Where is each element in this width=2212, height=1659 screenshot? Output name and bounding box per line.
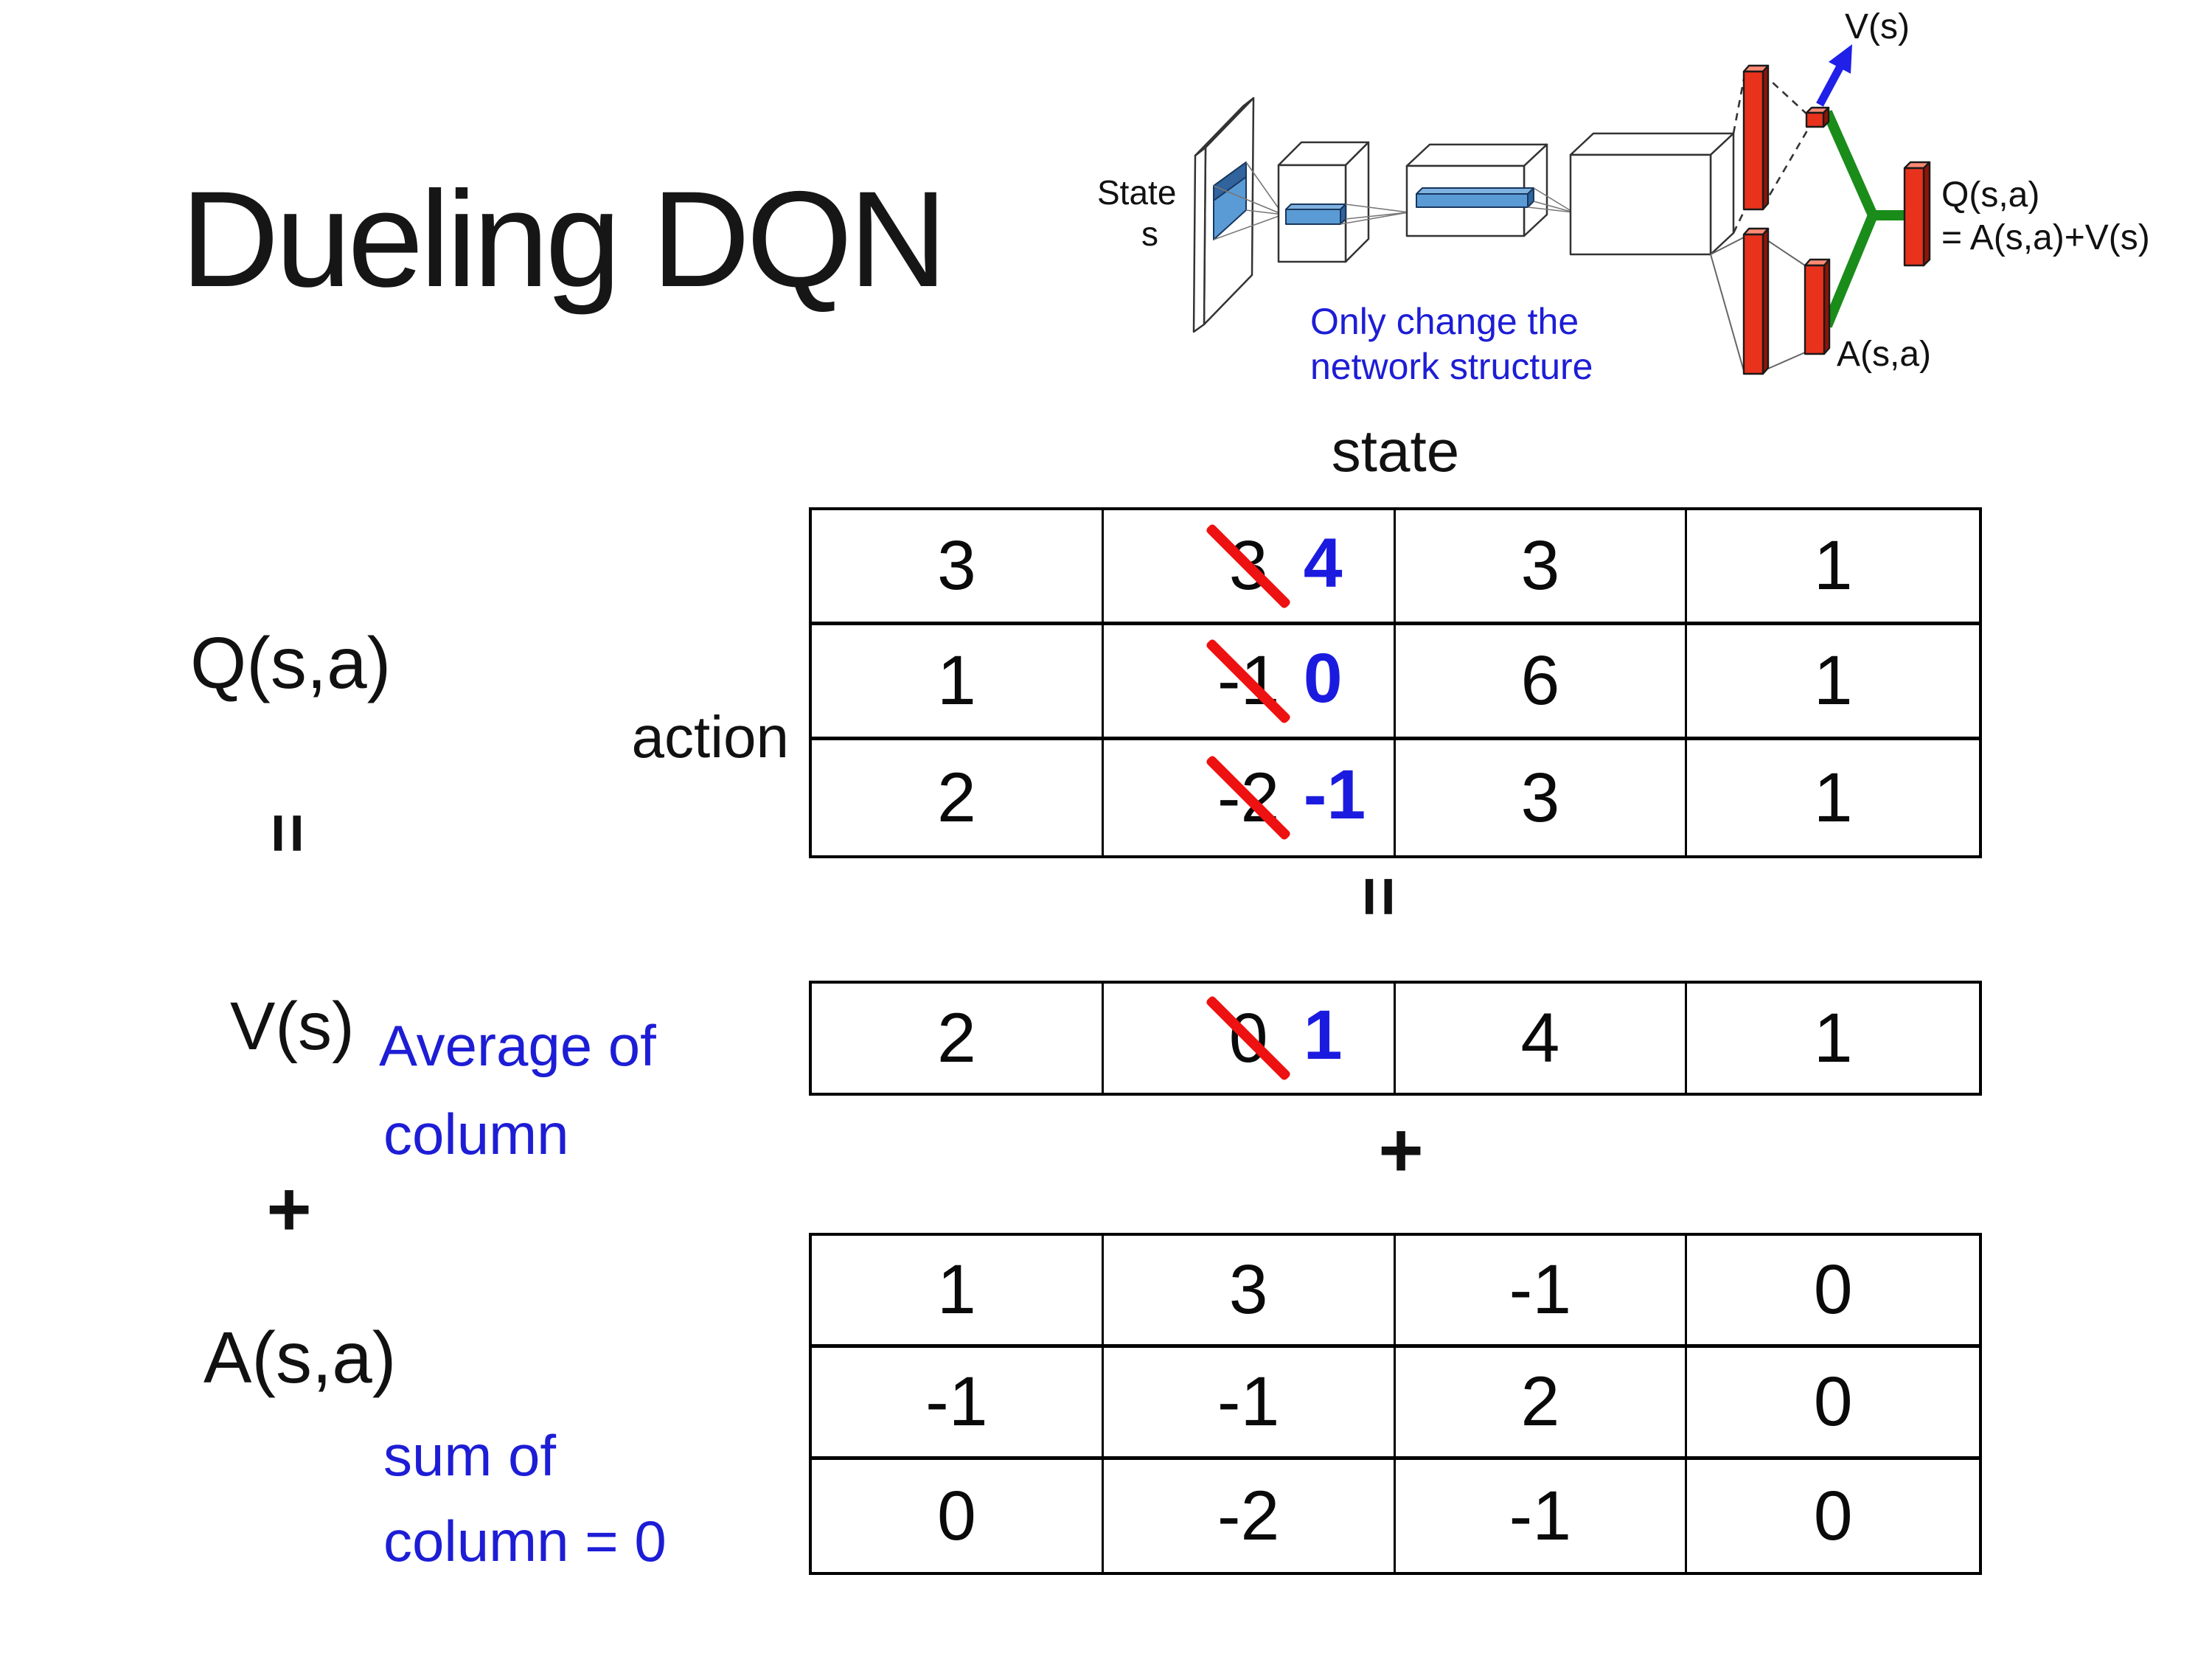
combine-connector: [1822, 110, 1910, 328]
matrix-cell: -1: [1103, 1348, 1396, 1460]
equals-middle: =: [1335, 860, 1423, 933]
feature-bar-1: [1285, 204, 1346, 225]
matrix-cell: 0: [1687, 1348, 1979, 1460]
struck-old-value: -1: [1217, 641, 1280, 720]
matrix-cell: -1: [1396, 1460, 1688, 1572]
sum-note-line2: column = 0: [383, 1509, 667, 1573]
equals-left: =: [243, 796, 332, 870]
state-header: state: [1331, 418, 1460, 484]
diagram-q-formula: = A(s,a)+V(s): [1941, 218, 2150, 257]
matrix-cell: 0: [812, 1460, 1104, 1572]
dashed-connectors: [1732, 71, 1811, 234]
fc-bar-top: [1742, 64, 1770, 211]
matrix-cell: 6: [1395, 625, 1688, 740]
matrix-cell: 1: [812, 1236, 1104, 1348]
plus-middle: +: [1378, 1107, 1424, 1194]
fan-lines-1: [1213, 161, 1284, 240]
replacement-value: -1: [1303, 756, 1366, 835]
replacement-value: 4: [1303, 524, 1343, 602]
matrix-cell: 1: [812, 625, 1104, 740]
matrix-cell: 3: [812, 510, 1104, 625]
average-note-line2: column: [383, 1102, 569, 1166]
v-arrow: [1816, 44, 1852, 107]
slide-title: Dueling DQN: [181, 164, 947, 316]
q-matrix-label: Q(s,a): [190, 622, 392, 703]
matrix-cell: 0: [1687, 1236, 1979, 1348]
solid-connectors: [1710, 237, 1806, 372]
a-matrix-label: A(s,a): [204, 1317, 397, 1398]
network-diagram: State s V(s) Q(s,a) = A(s,a)+V(s) A(s,a)…: [1097, 7, 2150, 387]
diagram-note-line2: network structure: [1310, 346, 1593, 387]
matrix-cell: 0: [1813, 1476, 1853, 1555]
matrix-cell: 2: [812, 740, 1104, 855]
sum-note-line1: sum of: [383, 1423, 557, 1488]
struck-old-value: -2: [1217, 758, 1280, 837]
fc-bar-bottom: [1742, 227, 1770, 375]
matrix-cell: -1 0: [1103, 625, 1396, 740]
fan-lines-3: [1527, 187, 1574, 213]
matrix-cell: 3: [1395, 510, 1688, 625]
diagram-v-label: V(s): [1845, 7, 1910, 46]
fc-layer-cube: [1569, 132, 1735, 256]
v-matrix-label: V(s): [230, 989, 355, 1064]
conv-filter-patch: [1213, 161, 1247, 240]
q-output-bar: [1903, 161, 1931, 267]
matrix-cell: -1: [812, 1348, 1104, 1460]
matrix-cell: -1: [1395, 1236, 1688, 1348]
diagram-note-line1: Only change the: [1310, 301, 1579, 342]
a-node-bar: [1804, 258, 1831, 355]
matrix-cell: 2: [1395, 1348, 1688, 1460]
struck-old-value: 0: [1228, 998, 1268, 1077]
matrix-cell: 1: [1813, 998, 1853, 1077]
action-label: action: [631, 704, 789, 770]
matrix-cell: -2 -1: [1104, 740, 1396, 855]
matrix-cell: 4: [1396, 984, 1688, 1093]
matrix-cell: 3: [1103, 1236, 1396, 1348]
average-note-line1: Average of: [379, 1013, 656, 1078]
matrix-cell: 1: [1813, 758, 1853, 837]
matrix-cell: 3: [1396, 740, 1688, 855]
matrix-cell: 2: [812, 984, 1104, 1093]
feature-bar-2: [1416, 187, 1534, 208]
equals-glyph: =: [1340, 876, 1419, 917]
diagram-state-s: s: [1141, 215, 1158, 253]
fan-lines-2: [1340, 204, 1409, 225]
diagram-a-label: A(s,a): [1837, 335, 1931, 374]
diagram-q-label: Q(s,a): [1941, 175, 2039, 215]
conv-layer-1-cube: [1277, 141, 1370, 263]
replacement-value: 0: [1303, 639, 1343, 717]
v-node: [1805, 106, 1830, 128]
struck-old-value: 3: [1228, 526, 1268, 605]
equals-glyph: =: [248, 813, 327, 854]
diagram-state-label: State: [1097, 173, 1176, 212]
plus-left: +: [266, 1166, 312, 1253]
matrix-cell: 1: [1687, 510, 1979, 625]
replacement-value: 1: [1303, 996, 1343, 1075]
matrix-cell: -2: [1104, 1460, 1396, 1572]
matrix-cell: 1: [1687, 625, 1979, 740]
